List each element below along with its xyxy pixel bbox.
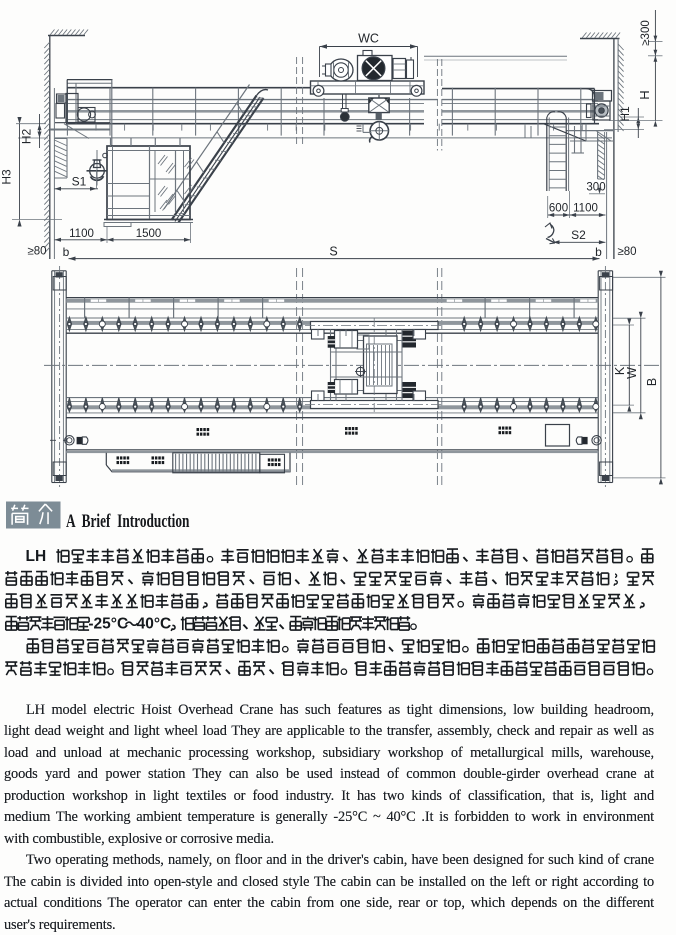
- svg-text:H2: H2: [20, 129, 34, 145]
- svg-text:≥300: ≥300: [640, 20, 652, 46]
- svg-text:600: 600: [549, 203, 568, 215]
- svg-text:1100: 1100: [573, 203, 598, 215]
- svg-text:H1: H1: [618, 106, 632, 122]
- svg-text:WC: WC: [358, 32, 379, 46]
- svg-text:b: b: [595, 245, 602, 259]
- svg-text:300: 300: [586, 182, 605, 194]
- svg-text:1500: 1500: [136, 228, 162, 240]
- svg-text:K: K: [613, 366, 627, 375]
- svg-text:B: B: [645, 378, 659, 386]
- svg-text:40°C: 40°C: [137, 616, 172, 633]
- svg-text:S: S: [329, 245, 337, 259]
- svg-text:-25°C: -25°C: [88, 616, 128, 633]
- svg-text:LH: LH: [26, 548, 47, 565]
- svg-text:≥80: ≥80: [617, 246, 636, 258]
- svg-text:1100: 1100: [69, 228, 94, 240]
- svg-text:W: W: [625, 367, 639, 379]
- svg-text:S1: S1: [72, 175, 87, 189]
- svg-text:S2: S2: [571, 228, 586, 242]
- svg-text:≥80: ≥80: [27, 246, 46, 258]
- svg-text:H3: H3: [0, 169, 14, 185]
- svg-text:b: b: [63, 245, 70, 259]
- svg-text:H: H: [637, 90, 652, 99]
